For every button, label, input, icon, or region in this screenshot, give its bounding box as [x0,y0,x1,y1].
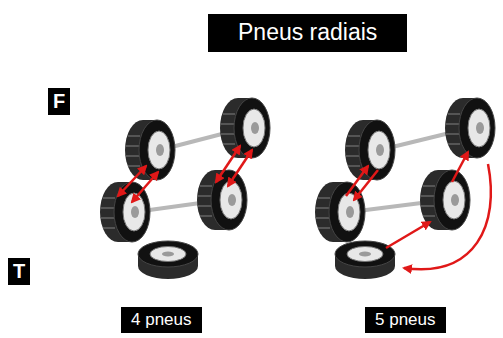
caption-box: 4 pneus [121,307,202,333]
rotation-arrows [118,146,491,269]
front-label-box: F [48,88,70,115]
node-text: 5 pneus [375,310,436,330]
rear-label-box: T [8,258,30,285]
node-text: 4 pneus [131,310,192,330]
node-text: F [53,90,65,113]
axles [135,128,470,212]
node-text: T [13,260,25,283]
title-box: Pneus radiais [208,14,407,52]
caption-box: 5 pneus [365,307,446,333]
title-text: Pneus radiais [238,19,377,46]
